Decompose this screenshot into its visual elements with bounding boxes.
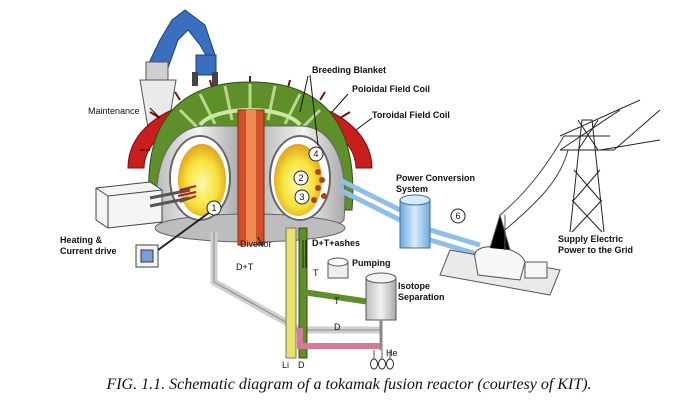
power-grid-tower xyxy=(499,99,661,233)
label-heating-1: Heating & xyxy=(60,235,103,245)
leader-lines xyxy=(149,74,373,268)
label-li: Li xyxy=(282,360,289,370)
central-solenoid xyxy=(237,109,265,246)
label-power-conversion-2: System xyxy=(396,184,428,194)
marker-6: 6 xyxy=(450,208,466,224)
marker-2: 2 xyxy=(293,170,309,186)
heating-unit xyxy=(95,181,191,229)
marker-3: 3 xyxy=(294,189,310,205)
figure-caption: FIG. 1.1. Schematic diagram of a tokamak… xyxy=(106,376,592,393)
label-t-lower: T xyxy=(334,296,340,306)
label-maintenance: Maintenance xyxy=(88,106,140,116)
label-d-t-ashes: D+T+ashes xyxy=(312,238,360,248)
label-d-bottom: D xyxy=(298,360,305,370)
isotope-separation-tank xyxy=(365,272,397,350)
helium-bottles xyxy=(370,350,394,370)
label-isotope-2: Separation xyxy=(398,292,445,302)
label-toroidal-field-coil: Toroidal Field Coil xyxy=(372,110,450,120)
label-he: He xyxy=(386,348,398,358)
marker-4: 4 xyxy=(308,146,324,162)
label-poloidal-field-coil: Poloidal Field Coil xyxy=(352,84,430,94)
label-heating-2: Current drive xyxy=(60,246,117,256)
label-t-upper: T xyxy=(313,268,319,278)
label-pumping: Pumping xyxy=(352,258,391,268)
exhaust-piping xyxy=(210,227,380,359)
label-breeding-blanket: Breeding Blanket xyxy=(312,65,386,75)
label-supply-2: Power to the Grid xyxy=(558,245,633,255)
current-drive-unit xyxy=(135,211,211,268)
label-supply-1: Supply Electric xyxy=(558,234,623,244)
svg-text:4: 4 xyxy=(313,149,318,159)
label-d-t: D+T xyxy=(236,262,254,272)
svg-text:2: 2 xyxy=(298,173,303,183)
label-isotope-1: Isotope xyxy=(398,281,430,291)
marker-1: 1 xyxy=(206,200,222,216)
pumping-unit xyxy=(327,257,349,279)
power-conversion-system xyxy=(338,177,561,296)
svg-text:1: 1 xyxy=(211,203,216,213)
label-d: D xyxy=(334,322,341,332)
svg-text:6: 6 xyxy=(455,211,460,221)
label-divertor: Divertor xyxy=(240,239,272,249)
label-power-conversion-1: Power Conversion xyxy=(396,173,475,183)
svg-text:3: 3 xyxy=(299,192,304,202)
